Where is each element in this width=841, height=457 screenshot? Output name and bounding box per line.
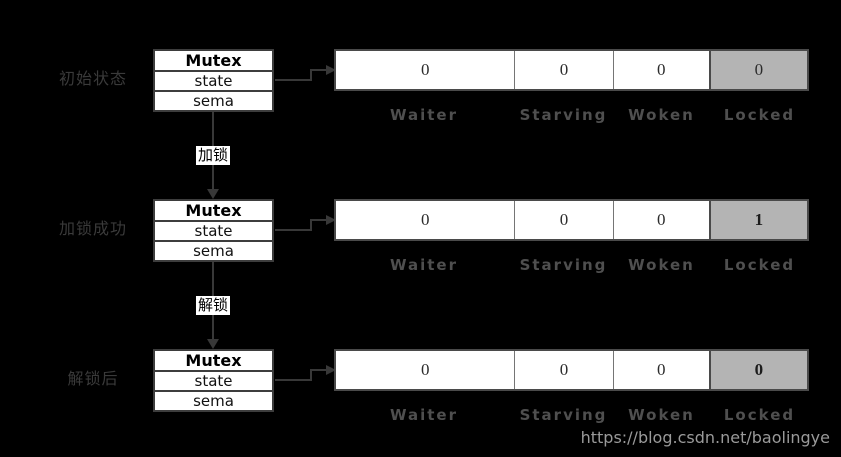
starving-value: 0 — [514, 51, 613, 89]
column-label-waiter: Waiter — [389, 256, 458, 274]
mutex-field-state: state — [155, 220, 272, 240]
column-label-woken: Woken — [628, 106, 695, 124]
mutex-field-state: state — [155, 70, 272, 90]
state-bits-row: 0 0 0 1 — [334, 199, 809, 241]
mutex-field-sema: sema — [155, 240, 272, 260]
column-label-woken: Woken — [628, 406, 695, 424]
column-labels: Waiter Starving Woken Locked — [334, 256, 809, 274]
state-bits-row: 0 0 0 0 — [334, 49, 809, 91]
transition-label-lock: 加锁 — [195, 146, 231, 165]
locked-value: 0 — [708, 351, 807, 389]
column-labels: Waiter Starving Woken Locked — [334, 106, 809, 124]
waiter-value: 0 — [336, 201, 515, 239]
mutex-struct-box: Mutex state sema — [153, 199, 274, 262]
column-label-locked: Locked — [723, 106, 796, 124]
mutex-field-sema: sema — [155, 90, 272, 110]
section-label-locked: 加锁成功 — [58, 219, 127, 238]
locked-value: 0 — [708, 51, 807, 89]
woken-value: 0 — [612, 351, 709, 389]
column-label-woken: Woken — [628, 256, 695, 274]
state-bits-row: 0 0 0 0 — [334, 349, 809, 391]
mutex-struct-box: Mutex state sema — [153, 49, 274, 112]
section-label-initial: 初始状态 — [58, 69, 127, 88]
column-label-waiter: Waiter — [389, 106, 458, 124]
column-label-waiter: Waiter — [389, 406, 458, 424]
mutex-struct-box: Mutex state sema — [153, 349, 274, 412]
column-label-starving: Starving — [519, 256, 608, 274]
transition-label-unlock: 解锁 — [195, 296, 231, 315]
column-label-starving: Starving — [519, 406, 608, 424]
column-label-locked: Locked — [723, 256, 796, 274]
starving-value: 0 — [514, 201, 613, 239]
mutex-title: Mutex — [185, 51, 242, 70]
locked-value: 1 — [708, 201, 807, 239]
column-label-starving: Starving — [519, 106, 608, 124]
column-label-locked: Locked — [723, 406, 796, 424]
mutex-title: Mutex — [185, 351, 242, 370]
mutex-field-sema: sema — [155, 390, 272, 410]
woken-value: 0 — [612, 51, 709, 89]
starving-value: 0 — [514, 351, 613, 389]
column-labels: Waiter Starving Woken Locked — [334, 406, 809, 424]
woken-value: 0 — [612, 201, 709, 239]
watermark-url: https://blog.csdn.net/baolingye — [580, 428, 830, 447]
section-label-unlocked: 解锁后 — [67, 369, 119, 388]
waiter-value: 0 — [336, 51, 515, 89]
mutex-field-state: state — [155, 370, 272, 390]
mutex-title: Mutex — [185, 201, 242, 220]
waiter-value: 0 — [336, 351, 515, 389]
